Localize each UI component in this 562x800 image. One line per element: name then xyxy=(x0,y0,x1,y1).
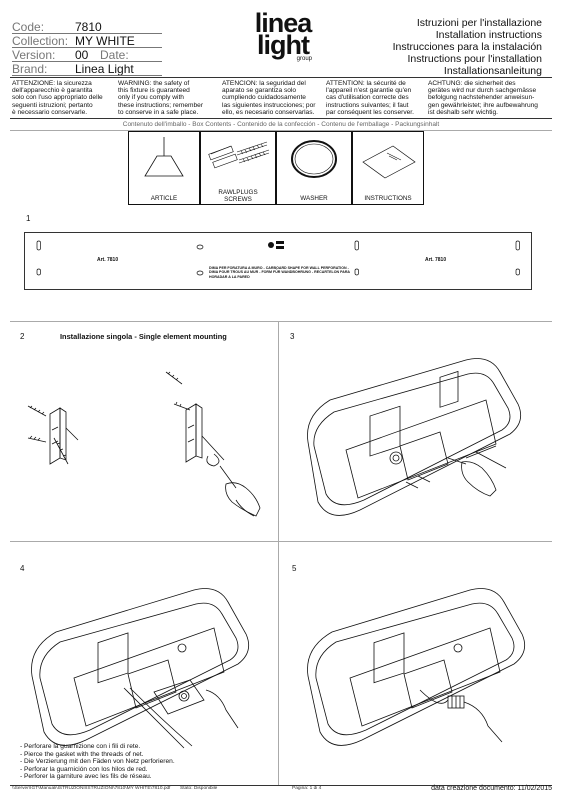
version-value: 00 xyxy=(75,48,89,62)
step-4-notes: - Perforare la guarnizione con i fili di… xyxy=(20,743,175,781)
template-art-right: Art. 7810 xyxy=(425,257,447,263)
date-label: Date: xyxy=(100,48,129,62)
lamp-icon xyxy=(144,137,184,177)
step-3-illustration xyxy=(307,358,522,516)
step-5-number: 5 xyxy=(292,564,297,573)
footer-page: Pagina: 1 di 4 xyxy=(292,786,322,791)
contents-rawlplugs-screws: RAWLPLUGS SCREWS xyxy=(200,131,276,205)
template-art-left: Art. 7810 xyxy=(97,257,119,263)
collection-label: Collection: xyxy=(12,34,69,48)
template-holes xyxy=(36,240,520,276)
code-value: 7810 xyxy=(75,20,102,34)
step-4-illustration xyxy=(31,588,250,749)
step-4-number: 4 xyxy=(20,564,25,573)
contents-washer: WASHER xyxy=(276,131,352,205)
rawlplugs-label: RAWLPLUGS SCREWS xyxy=(218,189,258,203)
template-text: DIMA PER FORATURA A MURO - CARBOARD SHAP… xyxy=(209,266,351,279)
footer-status: Stato: Disponibile xyxy=(180,786,218,791)
drilling-template: Art. 7810 Art. 7810 DIMA PER FORATURA A … xyxy=(24,232,532,290)
contents-article: ARTICLE xyxy=(128,131,200,205)
instructions-sheet-icon xyxy=(362,145,416,179)
step-2-number: 2 xyxy=(20,332,25,341)
washer-label: WASHER xyxy=(300,195,328,202)
header-title-es: Instrucciones para la instalación xyxy=(392,41,542,53)
brand-label: Brand: xyxy=(12,62,48,76)
note-de: - Die Verzierung mit den Fäden von Netz … xyxy=(20,758,175,766)
code-label: Code: xyxy=(12,20,45,34)
step-1-number: 1 xyxy=(26,214,31,223)
collection-value: MY WHITE xyxy=(75,34,135,48)
header-title-de: Installationsanleitung xyxy=(443,65,542,77)
step-5-illustration xyxy=(307,588,526,746)
footer-path: \\Server\IGT\Manuali\ISTRUZIONI\ISTRUZIO… xyxy=(12,786,171,791)
step-2-title: Installazione singola - Single element m… xyxy=(60,332,227,341)
step-3-number: 3 xyxy=(290,332,295,341)
note-fr: - Perforer la garniture avec les fils de… xyxy=(20,773,152,781)
header-title-en: Installation instructions xyxy=(435,29,542,41)
header-title-fr: Instructions pour l'installation xyxy=(407,53,543,65)
brand-logo: linea light group xyxy=(254,8,313,63)
note-en: - Pierce the gasket with the threads of … xyxy=(20,750,144,758)
box-contents-heading: Contenuto dell'imballo - Box Contents - … xyxy=(122,121,440,128)
note-it: - Perforare la guarnizione con i fili di… xyxy=(20,743,141,750)
version-label: Version: xyxy=(12,48,56,62)
instructions-label: INSTRUCTIONS xyxy=(364,195,412,202)
step-2-illustration xyxy=(27,371,261,517)
brand-value: Linea Light xyxy=(75,62,134,76)
header-title-it: Istruzioni per l'installazione xyxy=(416,17,542,29)
footer-doc-date: data creazione documento: 11/02/2015 xyxy=(431,785,552,792)
washer-icon xyxy=(291,140,337,178)
note-es: - Perforar la guarnición con los hilos d… xyxy=(20,765,148,773)
rawlplug-screw-icon xyxy=(208,141,270,169)
article-label: ARTICLE xyxy=(150,195,178,202)
contents-instructions: INSTRUCTIONS xyxy=(352,131,424,205)
